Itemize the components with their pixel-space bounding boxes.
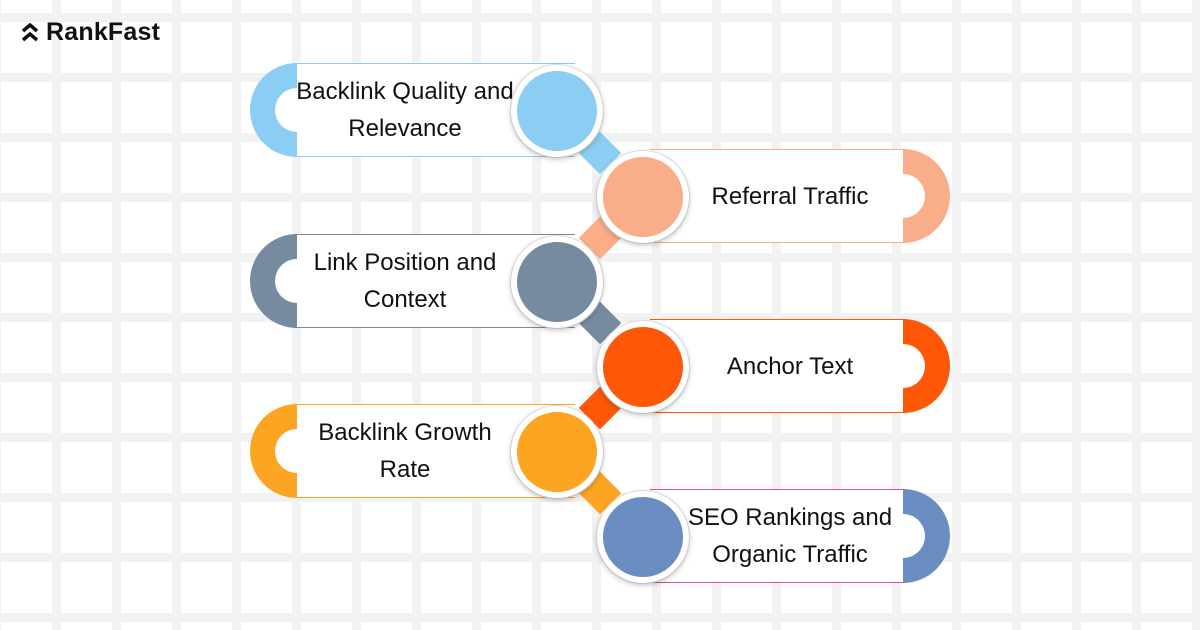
brand-name: RankFast bbox=[46, 18, 161, 46]
factor-circle bbox=[597, 151, 689, 243]
pill-cap bbox=[250, 404, 297, 498]
factor-label: Referral Traffic bbox=[711, 182, 869, 210]
factor-label: SEO Rankings and Organic Traffic bbox=[687, 504, 893, 568]
factor-item: Referral Traffic bbox=[595, 149, 950, 243]
factor-item: Anchor Text bbox=[595, 319, 950, 413]
brand-logo: RankFast bbox=[20, 18, 160, 47]
pill-box bbox=[650, 489, 906, 583]
factor-circle bbox=[511, 236, 603, 328]
pill-cap bbox=[250, 63, 297, 157]
factor-item: Backlink Quality and Relevance bbox=[250, 63, 610, 157]
factor-item: Backlink Growth Rate bbox=[250, 404, 610, 498]
pill-cap bbox=[903, 319, 950, 413]
pill-cap bbox=[903, 149, 950, 243]
double-chevron-up-icon bbox=[21, 22, 39, 41]
pill-cap bbox=[250, 234, 297, 328]
factor-item: Link Position and Context bbox=[250, 234, 610, 328]
factor-circle bbox=[511, 65, 603, 157]
pill-box bbox=[650, 149, 906, 243]
factor-label: Backlink Growth Rate bbox=[318, 419, 492, 483]
factor-circle bbox=[511, 406, 603, 498]
factor-circle bbox=[597, 491, 689, 583]
pill-cap bbox=[903, 489, 950, 583]
factor-label: Link Position and Context bbox=[313, 249, 497, 313]
factor-label: Backlink Quality and Relevance bbox=[296, 78, 514, 142]
factor-circle bbox=[597, 321, 689, 413]
pill-box bbox=[650, 319, 906, 413]
factor-item: SEO Rankings and Organic Traffic bbox=[595, 489, 950, 583]
factor-label: Anchor Text bbox=[726, 352, 854, 380]
